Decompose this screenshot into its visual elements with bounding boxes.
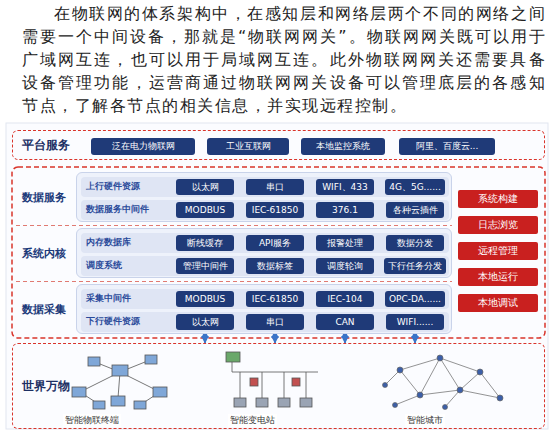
module-box: MODBUS [176,291,234,307]
node-text: 断线缓存 [187,237,223,250]
node-text: OPC-DA...... [389,294,441,304]
row-strip: 数据服务中间件 MODBUS IEC-61850 376.1 各种云插件 [81,200,449,220]
node-text: 系统构建 [478,193,518,206]
section-box: 系统内核内存数据库断线缓存API服务报警处理数据分发调度系统管理中间件数据标签调… [76,228,452,278]
module-box: IEC-61850 [246,291,304,307]
module-box: API服务 [246,235,304,251]
intro-paragraph: 在物联网的体系架构中，在感知层和网络层两个不同的网络之间需要一个中间设备，那就是… [22,2,546,117]
module-box: 以太网 [176,179,234,195]
node-text: 采集中间件 [86,293,131,305]
module-box: 串口 [246,314,304,330]
module-box: 4G、5G...... [385,179,445,195]
row-strip: 内存数据库 断线缓存 API服务 报警处理 数据分发 [81,233,449,253]
module-box: 以太网 [176,314,234,330]
row-strip: 采集中间件 MODBUS IEC-61850 IEC-104 OPC-DA...... [81,289,449,309]
module-box: 数据标签 [246,258,304,274]
module-box: IEC-104 [316,291,374,307]
node-text: 调度系统 [86,260,122,272]
node-text: IEC-104 [327,294,362,304]
node-text: 各种云插件 [393,204,438,217]
substation-illustration [226,352,318,407]
caption: 智能物联终端 [63,414,121,427]
node-text: 下行硬件资源 [86,316,140,328]
node-text: 本地监控系统 [316,140,370,153]
module-box: 调度轮询 [316,258,374,274]
node-text: 日志浏览 [478,219,518,232]
node-text: 4G、5G...... [389,181,441,194]
module-box: OPC-DA...... [385,291,445,307]
node-text: 管理中间件 [183,260,228,273]
node-text: WIFI、433 [322,181,368,194]
node-text: 世界万物 [22,378,70,395]
function-box: 远程管理 [458,242,538,260]
function-box: 本地调试 [458,294,538,312]
module-box: 断线缓存 [176,235,234,251]
node-text: MODBUS [185,205,225,215]
module-box: CAN [316,314,374,330]
section-box: 数据采集采集中间件MODBUSIEC-61850IEC-104OPC-DA...… [76,284,452,334]
smart-city-illustration [383,355,504,410]
node-text: 报警处理 [327,237,363,250]
node-text: IEC-61850 [252,294,299,304]
node-text: API服务 [259,237,291,250]
node-text: 数据标签 [257,260,293,273]
section-box: 数据服务上行硬件资源以太网串口WIFI、4334G、5G......数据服务中间… [76,172,452,222]
platform-box: 本地监控系统 [301,138,385,155]
row-strip: 下行硬件资源 以太网 串口 CAN WIFI...... [81,312,449,332]
node-text: 数据服务 [15,190,73,205]
core-region [12,167,545,338]
function-box: 本地运行 [458,268,538,286]
node-text: 数据服务中间件 [86,204,149,216]
node-text: WIFI...... [397,317,434,327]
module-box: 管理中间件 [176,258,234,274]
module-box: MODBUS [176,202,234,218]
node-text: 下行任务分发 [388,260,442,273]
platform-band: 平台服务 泛在电力物联网 工业互联网 本地监控系统 阿里、百度云... [12,130,545,160]
diagram-panel [6,123,548,429]
node-text: CAN [335,317,354,327]
node-text: 上行硬件资源 [86,181,140,193]
module-box: WIFI...... [386,314,444,330]
node-text: 平台服务 [22,137,70,154]
iot-terminal-illustration [72,355,167,409]
platform-box: 工业互联网 [207,138,289,155]
module-box: 各种云插件 [386,202,444,218]
node-text: MODBUS [185,294,225,304]
platform-box: 阿里、百度云... [399,138,495,155]
node-text: 本地调试 [478,297,518,310]
module-box: 串口 [246,179,304,195]
node-text: 376.1 [332,205,358,215]
row-strip: 调度系统 管理中间件 数据标签 调度轮询 下行任务分发 [81,256,449,276]
function-box: 系统构建 [458,190,538,208]
separator [16,281,452,282]
node-text: 系统内核 [15,246,73,261]
module-box: WIFI、433 [316,179,374,195]
module-box: 376.1 [316,202,374,218]
module-box: 下行任务分发 [384,258,446,274]
module-box: 数据分发 [386,235,444,251]
module-box: 报警处理 [316,235,374,251]
node-text: 调度轮询 [327,260,363,273]
node-text: 串口 [266,316,284,329]
node-text: 以太网 [192,181,219,194]
caption: 智能城市 [405,414,445,427]
separator [16,225,452,226]
node-text: 阿里、百度云... [416,140,479,153]
node-text: 远程管理 [478,245,518,258]
platform-box: 泛在电力物联网 [91,138,195,155]
node-text: 泛在电力物联网 [112,140,175,153]
node-text: 串口 [266,181,284,194]
caption: 智能变电站 [228,414,277,427]
module-box: IEC-61850 [246,202,304,218]
function-box: 日志浏览 [458,216,538,234]
node-text: 数据采集 [15,302,73,317]
node-text: 内存数据库 [86,237,131,249]
row-strip: 上行硬件资源 以太网 串口 WIFI、433 4G、5G...... [81,177,449,197]
node-text: 本地运行 [478,271,518,284]
node-text: 数据分发 [397,237,433,250]
node-text: 工业互联网 [226,140,271,153]
node-text: 以太网 [192,316,219,329]
node-text: IEC-61850 [252,205,299,215]
